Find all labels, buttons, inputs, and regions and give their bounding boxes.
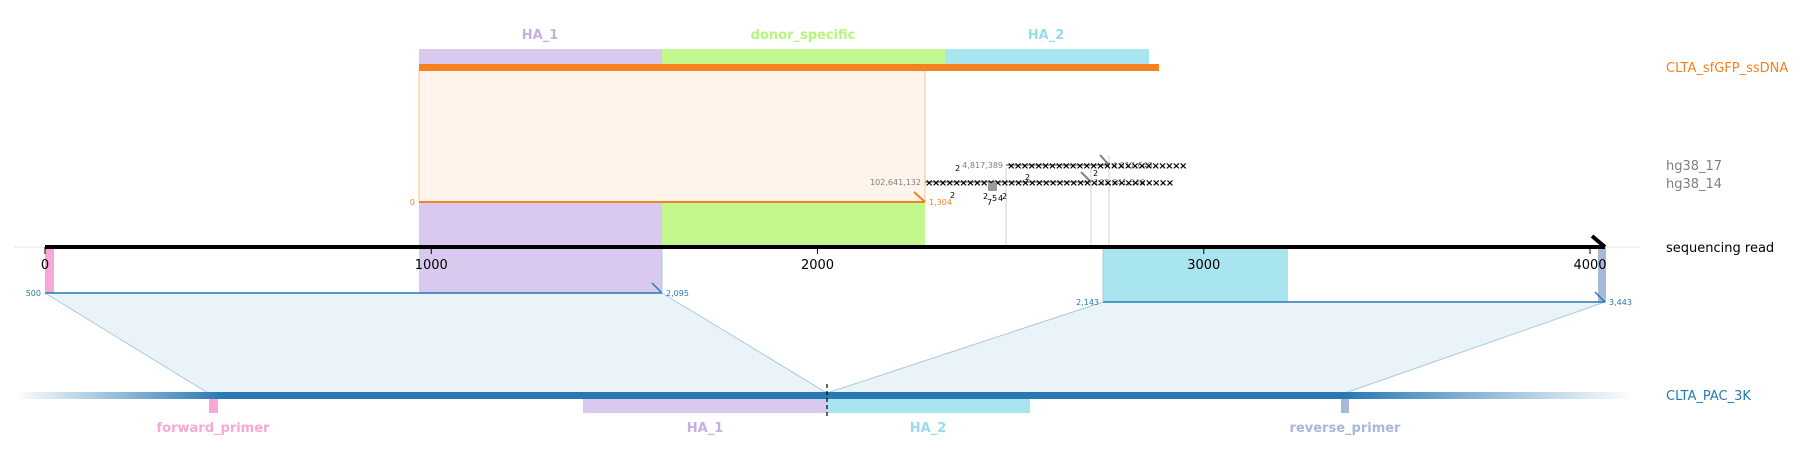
- ssdna-alignment-end-label: 1,304: [929, 198, 952, 207]
- ssdna-alignment-start-label: 0: [410, 198, 415, 207]
- read-feature-donor: [662, 202, 925, 247]
- sequencing-read-arrow: [1590, 234, 1607, 249]
- read-forward-primer-mark: [45, 247, 54, 293]
- top-feature-label-ha1: HA_1: [522, 28, 559, 43]
- amplicon-ha2: [827, 399, 1030, 413]
- amplicon-connector-right: [827, 302, 1605, 393]
- hg38-17-mismatches: ××××××××××××××××××××××××××: [1007, 161, 1187, 172]
- hg38-insertion-box: [988, 183, 997, 191]
- amplicon-reverse-primer: [1341, 399, 1349, 413]
- ssdna-alignment-arrow: [913, 191, 926, 203]
- mismatch-label: 2: [1093, 169, 1098, 178]
- hg38-14-mismatches: ××××××××××××××××××××××××××××××××××××: [925, 178, 1174, 189]
- amplicon-label-ha1: HA_1: [687, 421, 724, 436]
- amplicon-ha1: [583, 399, 827, 413]
- top-feature-donor: [662, 49, 945, 65]
- amplicon-label-forward-primer: forward_primer: [157, 421, 271, 436]
- amplicon-label-ha2: HA_2: [910, 421, 947, 436]
- amplicon-label-reverse-primer: reverse_primer: [1290, 421, 1402, 436]
- hg38-17-start-label: 4,817,389: [962, 161, 1003, 170]
- amplicon-connectors: [44, 292, 1606, 394]
- amplicon-reference-bar: [14, 392, 1634, 399]
- hg38-14-track-label: hg38_14: [1666, 177, 1722, 192]
- axis-ticks: 0 1000 2000 3000 4000: [41, 247, 1607, 273]
- axis-tick-label-0: 0: [41, 258, 49, 273]
- read-feature-ha1: [419, 202, 662, 247]
- top-feature-ha2: [945, 49, 1149, 65]
- ssdna-track-label: CLTA_sfGFP_ssDNA: [1666, 61, 1788, 76]
- amplicon-alignment-end-label-1: 2,095: [666, 289, 689, 298]
- ssdna-alignment: 0 1,304: [410, 71, 952, 247]
- mismatch-label: 2: [983, 192, 988, 201]
- amplicon-alignment-start-label-1: 500: [26, 289, 41, 298]
- amplicon-alignments: 500 2,095 2,143 3,443: [26, 247, 1632, 307]
- hg38-14-end-label: 102,641,546: [1094, 178, 1145, 187]
- top-feature-label-ha2: HA_2: [1028, 28, 1065, 43]
- amplicon-forward-primer: [209, 399, 218, 413]
- top-feature-ha1: [419, 49, 662, 65]
- hg38-17-track-label: hg38_17: [1666, 159, 1722, 174]
- amplicon-features: forward_primer HA_1 HA_2 reverse_primer: [157, 384, 1402, 436]
- amplicon-alignment-arrow-1: [651, 282, 663, 294]
- hg38-14-arrow: [1080, 171, 1092, 183]
- read-feature-ha2: [1103, 247, 1288, 302]
- hg38-alignments: 4,817,389 4,817,648 ××××××××××××××××××××…: [870, 154, 1722, 247]
- amplicon-alignment-start-label-2: 2,143: [1076, 298, 1099, 307]
- ssdna-alignment-fill: [419, 71, 925, 202]
- amplicon-connector-line: [826, 301, 1104, 394]
- sequencing-read-track-label: sequencing read: [1666, 241, 1774, 256]
- read-feature-ha1-lower: [419, 247, 662, 293]
- mismatch-label: 2: [1002, 192, 1007, 201]
- read-axis: 0 1000 2000 3000 4000 sequencing read: [14, 234, 1774, 273]
- amplicon-connector-line: [44, 292, 209, 394]
- amplicon-alignment-arrow-2: [1594, 291, 1606, 303]
- axis-tick-label-4000: 4000: [1573, 258, 1606, 273]
- axis-tick-label-1000: 1000: [415, 258, 448, 273]
- top-feature-label-donor: donor_specific: [751, 28, 856, 43]
- mismatch-label: 2: [950, 191, 955, 200]
- axis-tick-label-3000: 3000: [1187, 258, 1220, 273]
- amplicon-track-label: CLTA_PAC_3K: [1666, 389, 1751, 404]
- hg38-17-arrow: [1099, 154, 1110, 166]
- amplicon-connector-left: [45, 293, 827, 393]
- mismatch-label: 2: [955, 164, 960, 173]
- hg38-14-start-label: 102,641,132: [870, 178, 921, 187]
- axis-tick-label-2000: 2000: [801, 258, 834, 273]
- hg38-17-end-label: 4,817,648: [1112, 161, 1153, 170]
- mismatch-label: 7: [987, 198, 992, 207]
- amplicon-alignment-end-label-2: 3,443: [1609, 298, 1632, 307]
- mismatch-label: 2: [1025, 173, 1030, 182]
- amplicon-connector-line: [1344, 301, 1606, 394]
- read-reverse-primer-mark: [1598, 247, 1606, 302]
- mismatch-label: 5: [992, 194, 997, 203]
- mismatch-label: 4: [998, 194, 1003, 203]
- amplicon-connector-line: [661, 292, 828, 394]
- ssdna-track-bar: [419, 64, 1159, 71]
- top-features: HA_1 donor_specific HA_2: [419, 28, 1149, 65]
